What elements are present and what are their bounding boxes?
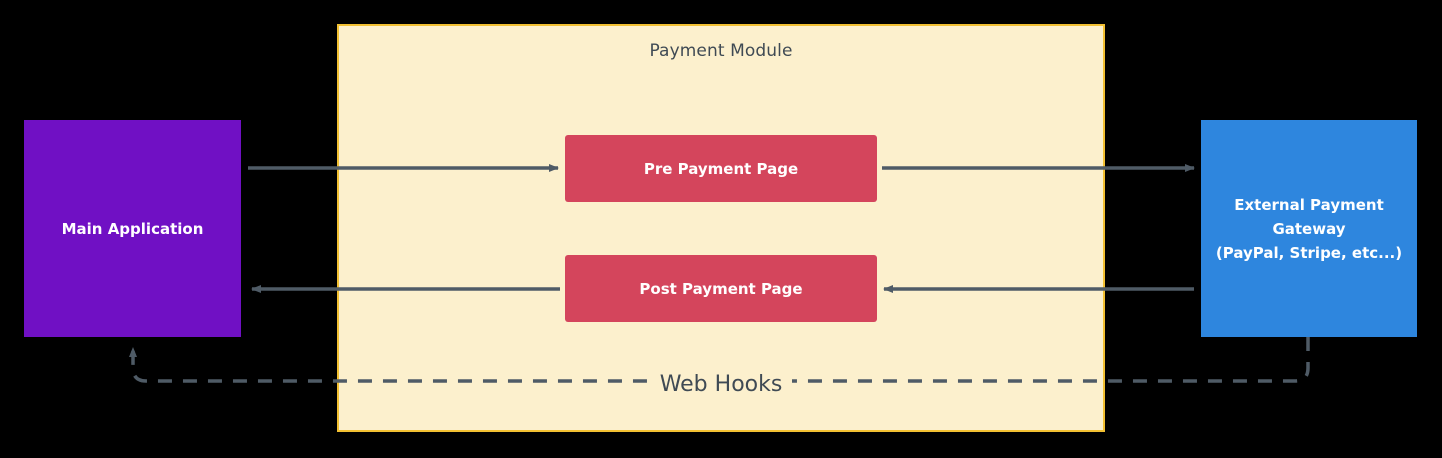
node-post-payment-page-label: Post Payment Page — [639, 279, 803, 298]
gateway-label-line-1: External Payment — [1234, 195, 1384, 214]
gateway-label-line-2: Gateway — [1272, 219, 1346, 238]
node-external-payment-gateway-text: External Payment Gateway (PayPal, Stripe… — [1216, 193, 1402, 265]
webhooks-edge-label: Web Hooks — [650, 370, 792, 400]
node-pre-payment-page[interactable]: Pre Payment Page — [565, 135, 877, 202]
node-external-payment-gateway[interactable]: External Payment Gateway (PayPal, Stripe… — [1201, 120, 1417, 337]
payment-module-title: Payment Module — [649, 41, 793, 61]
node-main-application-label: Main Application — [61, 219, 204, 238]
gateway-label-line-3: (PayPal, Stripe, etc...) — [1215, 243, 1403, 262]
node-main-application[interactable]: Main Application — [24, 120, 241, 337]
node-pre-payment-page-label: Pre Payment Page — [643, 159, 799, 178]
node-post-payment-page[interactable]: Post Payment Page — [565, 255, 877, 322]
